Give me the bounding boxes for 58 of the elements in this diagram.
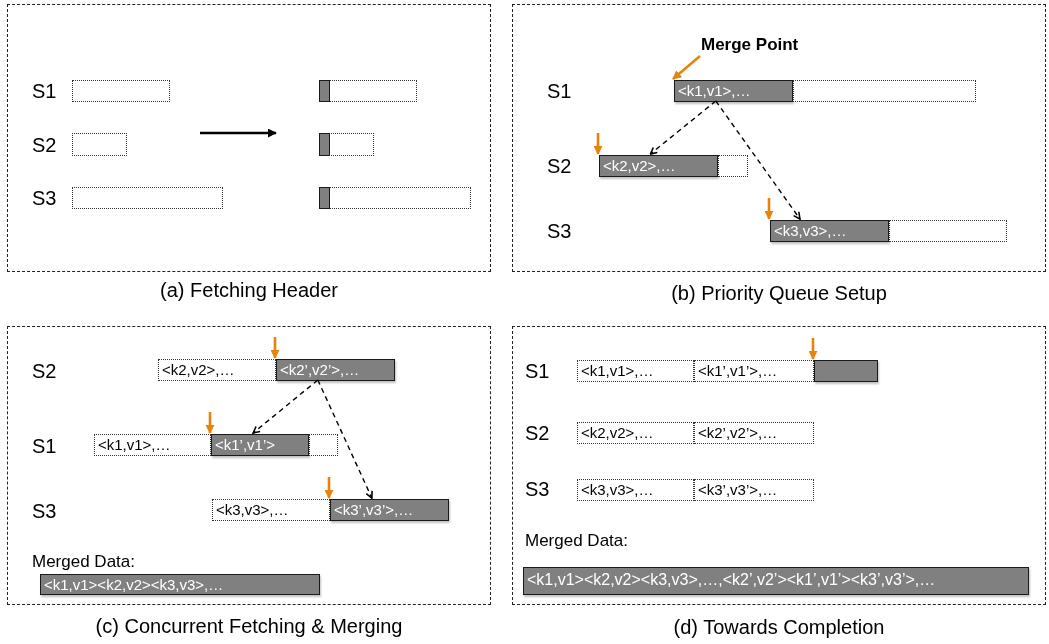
stream-label: S2 [32, 135, 57, 155]
stream-label: S3 [547, 221, 572, 241]
panel-caption: (d) Towards Completion [673, 617, 885, 637]
data-block: <k1,v1>,… [674, 80, 793, 102]
stream-label: S3 [32, 501, 57, 521]
data-block: <k3,v3>,… [770, 220, 889, 242]
empty-segment [72, 133, 127, 156]
stream-label: S1 [547, 81, 572, 101]
stream-label: S1 [525, 361, 550, 381]
data-segment [319, 133, 374, 156]
dashed-arrow [317, 379, 373, 499]
pointer-arrow [764, 198, 774, 220]
section-heading: Merged Data: [525, 532, 628, 549]
data-segment: <k3,v3>,… [212, 499, 330, 521]
empty-segment [72, 80, 170, 102]
empty-segment [72, 187, 223, 209]
dashed-arrow [252, 379, 319, 434]
data-block: <k1,v1><k2,v2><k3,v3>,… [40, 574, 320, 595]
stream-label: S2 [547, 156, 572, 176]
stream-label: S1 [32, 81, 57, 101]
stream-label: S1 [32, 436, 57, 456]
panel-frame [512, 326, 1046, 605]
panel-caption: (c) Concurrent Fetching & Merging [95, 616, 403, 636]
panel-caption: (b) Priority Queue Setup [671, 283, 887, 303]
data-block: <k1’,v1’> [211, 434, 309, 456]
data-segment: <k1,v1>,… [577, 360, 694, 382]
data-segment [319, 187, 471, 209]
data-block: <k3’,v3’>,… [330, 499, 449, 521]
section-heading: Merged Data: [32, 553, 135, 570]
panel-frame [512, 4, 1046, 272]
data-segment [319, 80, 417, 102]
data-block: <k2’,v2’>,… [276, 359, 395, 381]
data-segment: <k3,v3>,… [577, 479, 694, 501]
data-block: <k2,v2>,… [599, 155, 718, 177]
stream-label: S3 [32, 188, 57, 208]
panel-frame [7, 4, 491, 272]
data-segment: <k2,v2>,… [577, 422, 694, 444]
stream-label: S2 [32, 361, 57, 381]
data-segment: <k1,v1>,… [94, 434, 211, 456]
dashed-arrow [649, 100, 717, 155]
data-block: <k1,v1><k2,v2><k3,v3>,…,<k2’,v2’><k1’,v1’><k3’,v3’>,… [523, 567, 1029, 595]
stream-label: S3 [525, 479, 550, 499]
pointer-arrow [205, 412, 215, 434]
pointer-arrow [324, 477, 334, 499]
callout-text: Merge Point [701, 35, 841, 57]
panel-frame [7, 326, 491, 605]
pointer-arrow [808, 338, 818, 360]
data-segment: <k2,v2>,… [158, 359, 276, 381]
data-segment: <k2’,v2’>,… [694, 422, 814, 444]
pointer-arrow [270, 337, 280, 359]
panel-caption: (a) Fetching Header [160, 280, 338, 300]
dashed-arrow [715, 100, 801, 220]
data-segment: <k3’,v3’>,… [694, 479, 814, 501]
filled-segment [814, 360, 878, 382]
stream-label: S2 [525, 423, 550, 443]
pointer-arrow [593, 133, 603, 155]
pointer-arrow [672, 55, 701, 80]
data-segment: <k1’,v1’>,… [694, 360, 814, 382]
